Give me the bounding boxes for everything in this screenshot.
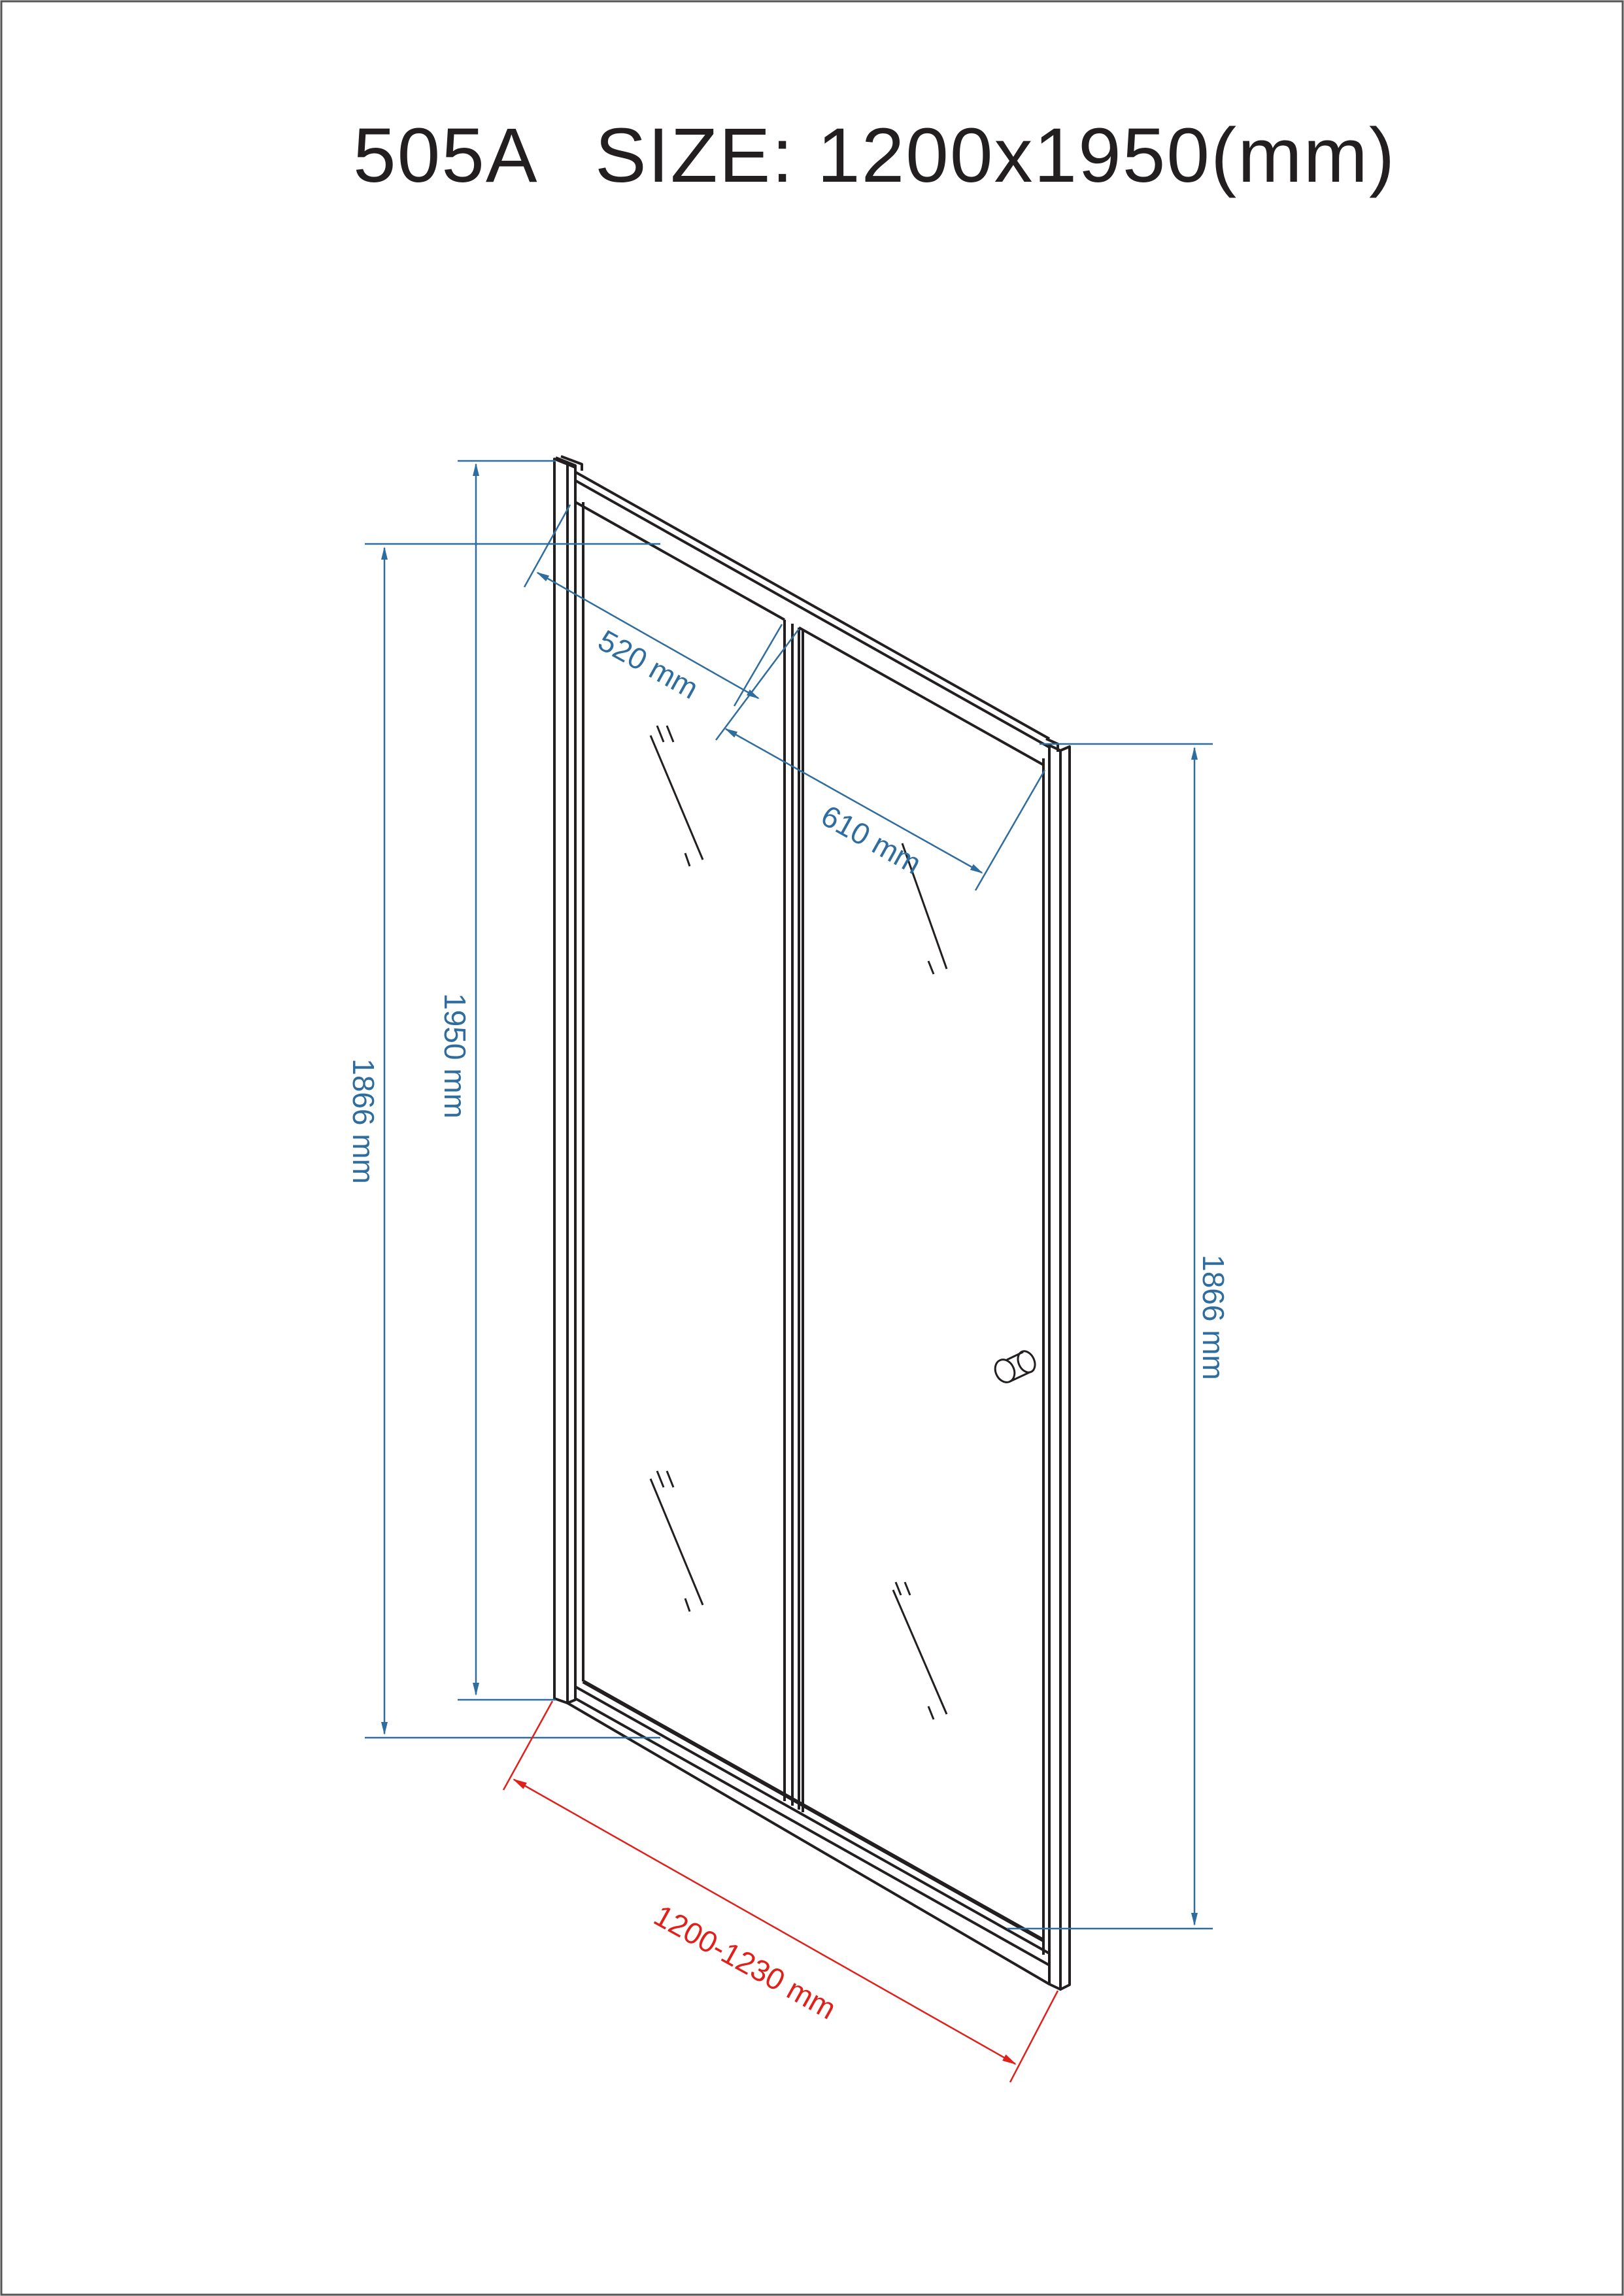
width-total-arrow [513, 1778, 1017, 2065]
blue-dimensions [365, 460, 1213, 1930]
red-dimension [502, 1700, 1059, 2083]
height-total-label: 1950 mm [438, 993, 472, 1119]
top-rail [575, 471, 1050, 766]
height-right-label: 1866 mm [1196, 1255, 1230, 1380]
model-number: 505A [353, 112, 539, 199]
size-label: SIZE: [595, 112, 795, 199]
bottom-rail [566, 1680, 1051, 1985]
size-value: 1200x1950(mm) [817, 112, 1396, 199]
central-mullion [783, 620, 804, 1812]
height-left-label: 1866 mm [347, 1058, 381, 1184]
left-post [553, 455, 584, 1704]
right-post [1042, 737, 1071, 1991]
panel-fixed-arrow [536, 571, 760, 700]
door-frame [553, 455, 1071, 1991]
page-title: 505A SIZE: 1200x1950(mm) [0, 98, 1624, 203]
width-total-label: 1200-1230 mm [649, 1898, 842, 2025]
glass-reflections [649, 725, 948, 1720]
panel-folding-arrow [724, 728, 983, 874]
door-knob-icon [994, 1350, 1036, 1383]
